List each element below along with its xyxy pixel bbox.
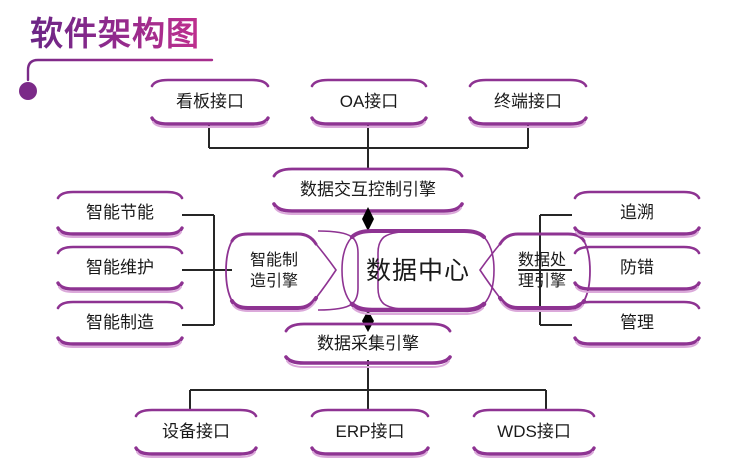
box-outline-oa [310,78,428,128]
title-decoration [19,12,214,100]
node-oa-interface[interactable] [312,78,426,128]
box-outline-wds [472,408,596,458]
shape-smart-manufacturing-engine [225,232,337,312]
shape-data-center [317,229,495,315]
node-erp-interface[interactable] [312,408,428,458]
node-data-center[interactable] [344,231,492,313]
node-device-interface[interactable] [136,408,256,458]
node-exchange-engine[interactable] [274,167,462,215]
box-outline-traceability [573,190,701,238]
arrow-down-to-core [362,207,374,231]
node-kanban-interface[interactable] [152,78,268,128]
box-outline-kanban [150,78,270,128]
node-error-proofing[interactable] [575,245,699,293]
node-terminal-interface[interactable] [470,78,586,128]
box-outline-smart-manufacturing [56,300,184,348]
box-outline-device [134,408,258,458]
box-outline-terminal [468,78,588,128]
box-outline-collection-engine [284,322,452,368]
node-smart-energy-saving[interactable] [58,190,182,238]
node-smart-maintenance[interactable] [58,245,182,293]
arrow-up-to-core [362,310,374,332]
node-collection-engine[interactable] [286,322,450,368]
box-outline-error-proofing [573,245,701,293]
node-traceability[interactable] [575,190,699,238]
node-smart-manufacturing[interactable] [58,300,182,348]
node-wds-interface[interactable] [474,408,594,458]
node-smart-manufacturing-engine[interactable] [226,234,326,312]
box-outline-erp [310,408,430,458]
node-management[interactable] [575,300,699,348]
page-title: 软件架构图 [30,15,200,52]
box-outline-management [573,300,701,348]
box-outline-smart-maintenance [56,245,184,293]
box-outline-smart-energy-saving [56,190,184,238]
